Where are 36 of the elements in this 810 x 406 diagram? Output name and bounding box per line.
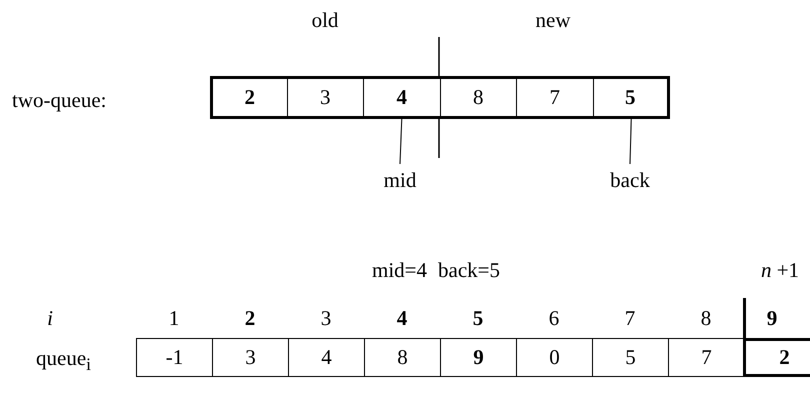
array-cell: 3 [212,338,289,377]
array-cell: 4 [363,76,440,119]
array-cell: 2 [743,338,810,377]
array-cell: -1 [136,338,213,377]
label-text: i [46,306,54,330]
pointer-label: mid [370,168,430,192]
label-text: mid=4 [372,258,428,282]
label-text: 4 [396,306,408,330]
label-text: old [310,8,340,32]
label-text: 1 [168,306,180,330]
array-cell: 8 [364,338,441,377]
array-cell: 5 [592,338,669,377]
label-text: back=5 [438,258,501,282]
array-cell: 0 [516,338,593,377]
label-text: 2 [244,306,256,330]
label-text: 3 [320,306,332,330]
label-text: 7 [624,306,636,330]
array-cell: 3 [286,76,364,119]
array-cell: 9 [440,338,517,377]
array-cell: 5 [592,76,670,119]
array-cell: 7 [668,338,745,377]
label-text: new [534,8,572,32]
leader-line [400,118,402,164]
label-text: two-queue: [12,88,108,112]
array-cell: 8 [440,76,517,119]
leader-line [630,118,632,164]
label-text: 5 [472,306,484,330]
label-text: 9 [766,306,778,330]
label-text: 6 [548,306,560,330]
label-text: n +1 [760,258,800,282]
array-cell: 2 [210,76,288,119]
label-text: queue$_{i}$ [36,346,92,376]
array-cell: 7 [516,76,594,119]
label-text: 8 [700,306,712,330]
pointer-label: back [600,168,660,192]
array-cell: 4 [288,338,365,377]
